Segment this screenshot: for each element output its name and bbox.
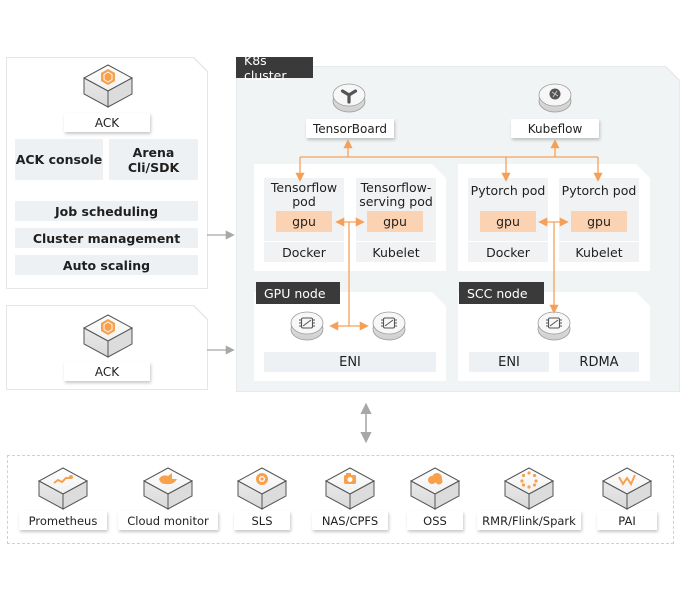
kubeflow-label: Kubeflow: [511, 119, 599, 138]
gpu-resource: gpu: [367, 211, 423, 232]
tensorflow-pod-title: Tensorflow pod: [270, 180, 338, 209]
auto-scaling-box: Auto scaling: [15, 255, 198, 275]
nas-icon: [324, 467, 376, 510]
cluster-management-box: Cluster management: [15, 228, 198, 248]
arena-cli-sdk-box: Arena Cli/SDK: [109, 139, 198, 180]
rmr-icon: [503, 467, 555, 510]
arrow-to-cluster-bottom: [207, 345, 235, 355]
tensorflow-serving-pod-title: Tensorflow-serving pod: [359, 180, 433, 209]
rdma-network: RDMA: [559, 352, 639, 372]
oss-icon: [409, 467, 461, 510]
service-label: Prometheus: [19, 511, 107, 530]
ack-label-bottom: ACK: [64, 362, 150, 381]
gpu-chip-icon: [537, 311, 571, 341]
ack-cube-icon: [82, 314, 134, 358]
ack-label: ACK: [64, 113, 150, 132]
cloud-monitor-icon: [142, 467, 194, 510]
service-label: Cloud monitor: [118, 511, 218, 530]
service-label: PAI: [597, 511, 657, 530]
eni-network: ENI: [469, 352, 549, 372]
tensorboard-label: TensorBoard: [306, 119, 394, 138]
sls-icon: [236, 467, 288, 510]
tensorboard-icon: [332, 83, 366, 113]
gpu-resource: gpu: [480, 211, 536, 232]
scc-node-tag: SCC node: [459, 282, 544, 304]
gpu-node-tag: GPU node: [256, 282, 340, 304]
service-label: NAS/CPFS: [312, 511, 388, 530]
gpu-chip-icon: [372, 311, 406, 341]
service-label: SLS: [234, 511, 290, 530]
pytorch-pod-title: Pytorch pod: [470, 183, 546, 198]
bidirectional-arrow: [360, 402, 372, 444]
kubelet-runtime: Kubelet: [356, 242, 436, 262]
job-scheduling-box: Job scheduling: [15, 201, 198, 221]
cloud-services-bar: [7, 455, 674, 544]
gpu-chip-icon: [290, 311, 324, 341]
eni-network: ENI: [264, 352, 436, 372]
service-label: RMR/Flink/Spark: [477, 511, 581, 530]
kubelet-runtime: Kubelet: [559, 242, 639, 262]
docker-runtime: Docker: [468, 242, 548, 262]
pytorch-pod-title: Pytorch pod: [561, 183, 637, 198]
gpu-resource: gpu: [571, 211, 627, 232]
ack-console-box: ACK console: [15, 139, 103, 180]
kubeflow-icon: [538, 83, 572, 113]
pai-icon: [601, 467, 653, 510]
docker-runtime: Docker: [264, 242, 344, 262]
gpu-resource: gpu: [276, 211, 332, 232]
service-label: OSS: [407, 511, 463, 530]
arrow-to-cluster-top: [207, 230, 235, 240]
prometheus-icon: [37, 467, 89, 510]
ack-cube-icon: [82, 64, 134, 108]
